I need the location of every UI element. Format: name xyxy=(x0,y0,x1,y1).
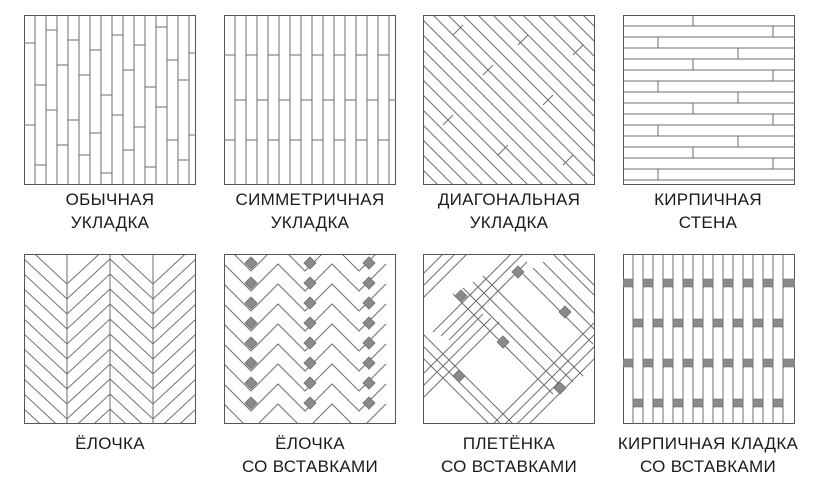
caption-line-2: УКЛАДКА xyxy=(270,213,350,232)
caption-symmetric: СИММЕТРИЧНАЯ УКЛАДКА xyxy=(214,188,406,234)
caption-line-2: СО ВСТАВКАМИ xyxy=(639,457,777,476)
symmetric-pattern-illustration xyxy=(224,15,396,185)
caption-line-1: ОБЫЧНАЯ xyxy=(65,190,155,209)
caption-line-1: СИММЕТРИЧНАЯ xyxy=(235,190,385,209)
pattern-tile-regular xyxy=(24,15,196,185)
caption-line-2: УКЛАДКА xyxy=(70,213,150,232)
caption-line-1: ПЛЕТЁНКА xyxy=(462,434,556,453)
caption-line-2: СТЕНА xyxy=(678,213,738,232)
caption-line-1: КИРПИЧНАЯ xyxy=(654,190,762,209)
caption-diagonal: ДИАГОНАЛЬНАЯ УКЛАДКА xyxy=(413,188,605,234)
brick-wall-pattern-illustration xyxy=(623,15,795,185)
caption-brick-inserts: КИРПИЧНАЯ КЛАДКА СО ВСТАВКАМИ xyxy=(602,432,814,478)
herringbone-inserts-pattern-illustration xyxy=(224,254,396,424)
pattern-tile-weave-inserts xyxy=(423,254,595,424)
caption-line-2: УКЛАДКА xyxy=(469,213,549,232)
caption-line-1: ЁЛОЧКА xyxy=(275,434,345,453)
brick-inserts-pattern-illustration xyxy=(623,254,795,424)
pattern-tile-brick-inserts xyxy=(623,254,795,424)
caption-line-2: СО ВСТАВКАМИ xyxy=(440,457,578,476)
caption-weave-inserts: ПЛЕТЁНКА СО ВСТАВКАМИ xyxy=(413,432,605,478)
herringbone-pattern-illustration xyxy=(24,254,196,424)
caption-brick-wall: КИРПИЧНАЯ СТЕНА xyxy=(612,188,804,234)
caption-line-1: ЁЛОЧКА xyxy=(75,434,145,453)
weave-inserts-pattern-illustration xyxy=(423,254,595,424)
pattern-tile-diagonal xyxy=(423,15,595,185)
caption-herringbone: ЁЛОЧКА xyxy=(14,432,206,455)
caption-line-1: КИРПИЧНАЯ КЛАДКА xyxy=(617,434,799,453)
caption-line-2: СО ВСТАВКАМИ xyxy=(241,457,379,476)
caption-line-1: ДИАГОНАЛЬНАЯ xyxy=(437,190,581,209)
caption-herringbone-inserts: ЁЛОЧКА СО ВСТАВКАМИ xyxy=(214,432,406,478)
diagonal-pattern-illustration xyxy=(423,15,595,185)
pattern-tile-symmetric xyxy=(224,15,396,185)
caption-regular: ОБЫЧНАЯ УКЛАДКА xyxy=(14,188,206,234)
regular-pattern-illustration xyxy=(24,15,196,185)
pattern-tile-herringbone-inserts xyxy=(224,254,396,424)
pattern-tile-herringbone xyxy=(24,254,196,424)
pattern-tile-brick-wall xyxy=(623,15,795,185)
